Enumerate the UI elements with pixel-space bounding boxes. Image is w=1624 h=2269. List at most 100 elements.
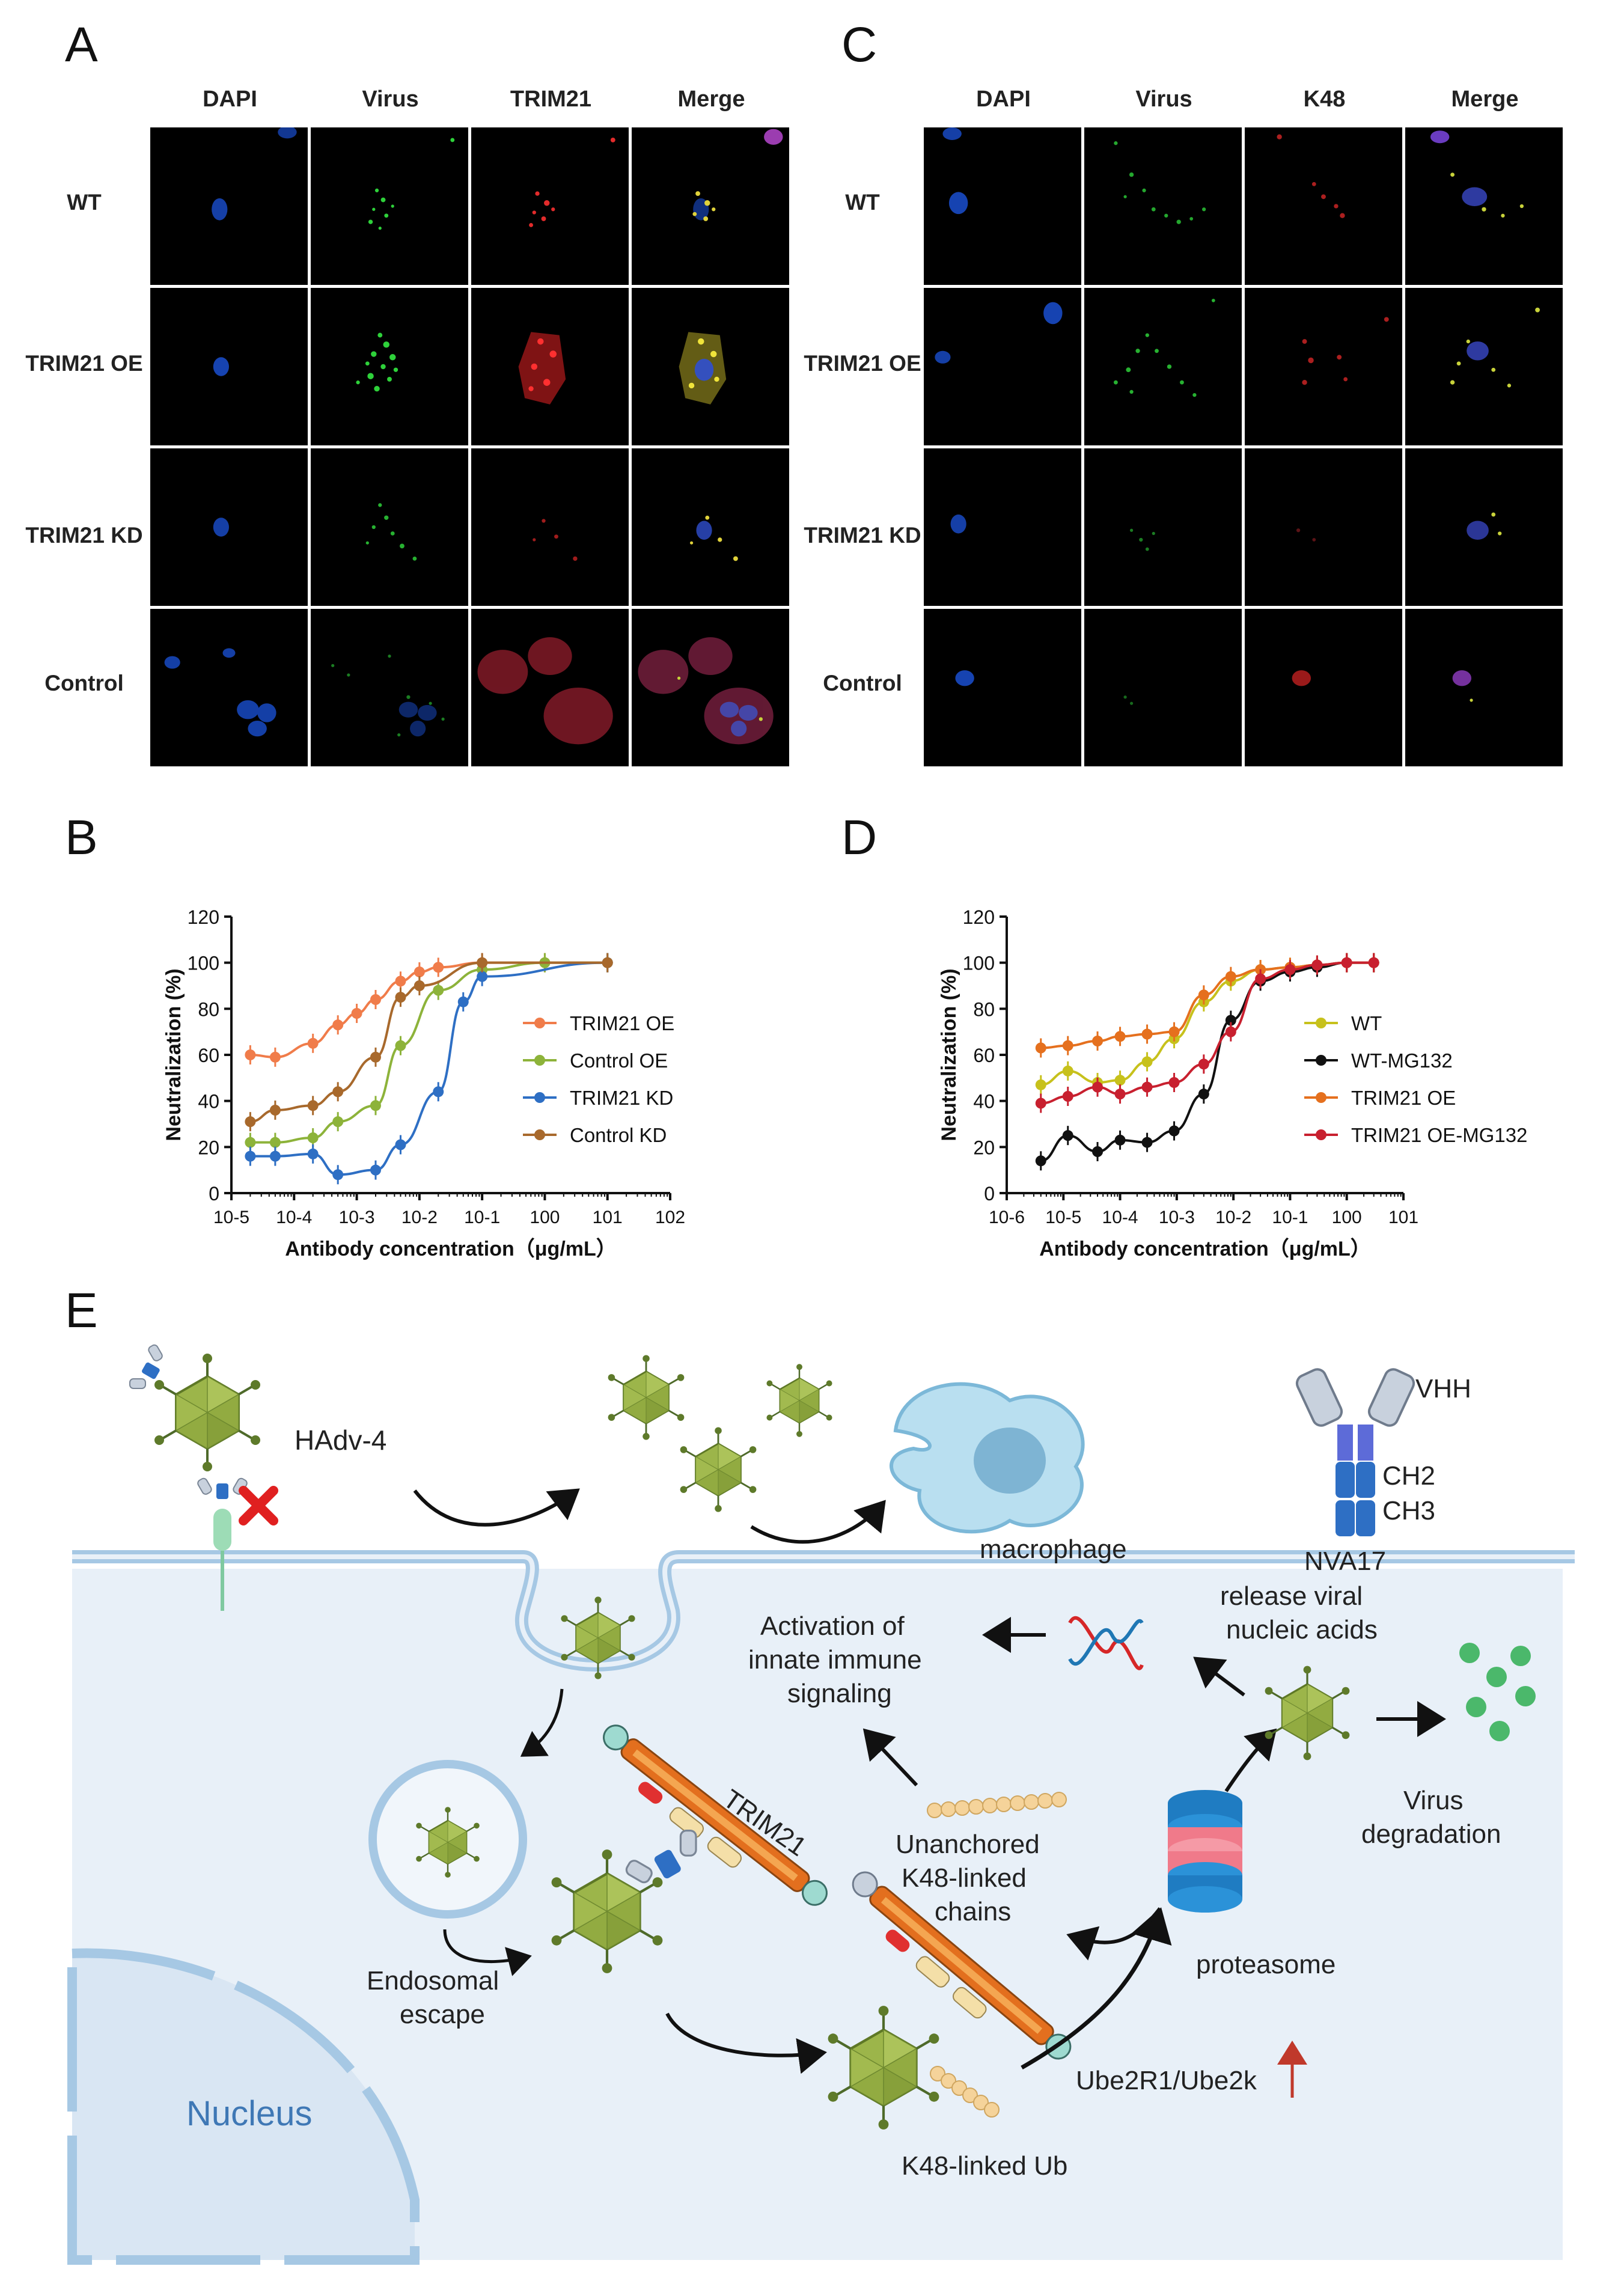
nva17-antibody-icon	[1295, 1368, 1415, 1536]
trim21-complex-icon	[852, 1871, 1072, 2060]
micrograph-dapi	[924, 288, 1081, 445]
macrophage-label: macrophage	[980, 1535, 1127, 1564]
data-point	[269, 1150, 281, 1162]
data-point	[1035, 1042, 1046, 1054]
data-point	[1114, 1089, 1126, 1100]
column-header: Virus	[1135, 87, 1192, 112]
y-tick-label: 60	[198, 1045, 219, 1066]
data-point	[1062, 1040, 1073, 1051]
data-point	[370, 1164, 381, 1176]
row-header: TRIM21 KD	[25, 523, 143, 548]
micrograph-k48	[1245, 288, 1402, 445]
activation-label-line2: innate immune	[748, 1645, 922, 1675]
nva17-label: NVA17	[1304, 1547, 1386, 1576]
data-point	[1062, 1065, 1073, 1076]
nucleus	[67, 1948, 420, 2265]
row-header: Control	[44, 671, 124, 695]
release-label-line2: nucleic acids	[1226, 1615, 1378, 1644]
y-tick-label: 20	[198, 1137, 219, 1158]
endosomal-label-line2: escape	[400, 2000, 485, 2029]
x-tick-label: 10-2	[401, 1208, 438, 1227]
activation-label-line3: signaling	[787, 1679, 892, 1708]
unanchored-label-line2: K48-linked	[902, 1863, 1027, 1893]
legend-marker	[534, 1129, 545, 1140]
unanchored-label-line1: Unanchored	[896, 1830, 1040, 1859]
column-header: DAPI	[203, 87, 257, 112]
micrograph-dapi	[150, 448, 308, 606]
micrograph-virus	[311, 127, 468, 285]
x-tick-label: 10-6	[989, 1208, 1025, 1227]
x-tick-label: 10-2	[1215, 1208, 1251, 1227]
data-point	[1225, 1015, 1236, 1026]
micrograph-dapi	[924, 127, 1081, 285]
micrograph-virus	[311, 609, 468, 766]
micrograph-dapi	[924, 448, 1081, 606]
data-point	[1225, 971, 1236, 982]
virus-icon	[766, 1363, 833, 1438]
micrograph-merge	[632, 127, 789, 285]
data-point	[395, 1139, 406, 1150]
data-point	[414, 980, 425, 991]
nucleus-label: Nucleus	[186, 2094, 313, 2133]
legend-marker	[1316, 1018, 1326, 1028]
data-point	[1284, 964, 1296, 976]
data-point	[332, 1086, 344, 1098]
virus-icon	[679, 1426, 757, 1513]
data-point	[1141, 1056, 1153, 1067]
micrograph-merge	[1405, 127, 1563, 285]
row-header: TRIM21 KD	[804, 523, 921, 548]
data-point	[1168, 1125, 1180, 1137]
data-point	[395, 1040, 406, 1051]
micrograph-virus	[1084, 288, 1242, 445]
data-point	[1198, 989, 1209, 1001]
x-tick-label: 10-4	[276, 1208, 312, 1227]
x-tick-label: 101	[593, 1208, 623, 1227]
legend-label: WT	[1351, 1012, 1382, 1034]
data-point	[1198, 1089, 1209, 1100]
y-tick-label: 120	[963, 906, 995, 928]
x-tick-label: 102	[655, 1208, 685, 1227]
micrograph-trim21	[471, 609, 629, 766]
k48-ub-chain-icon	[930, 2066, 1000, 2118]
micrograph-merge	[1405, 288, 1563, 445]
column-header: Merge	[1451, 87, 1519, 112]
x-tick-label: 10-1	[1272, 1208, 1308, 1227]
unanchored-label-line3: chains	[935, 1897, 1011, 1926]
data-point	[1114, 1075, 1126, 1086]
x-tick-label: 100	[530, 1208, 560, 1227]
data-point	[269, 1105, 281, 1116]
row-header: WT	[67, 190, 102, 215]
column-header: TRIM21	[510, 87, 592, 112]
vhh-label: VHH	[1415, 1374, 1471, 1403]
legend-marker	[1316, 1129, 1326, 1140]
ch2-label: CH2	[1382, 1461, 1435, 1491]
row-header: TRIM21 OE	[25, 351, 143, 376]
data-point	[1062, 1091, 1073, 1102]
legend-label: TRIM21 OE	[570, 1012, 674, 1034]
endosomal-label-line1: Endosomal	[367, 1966, 499, 1996]
data-point	[477, 957, 488, 968]
x-tick-label: 101	[1388, 1208, 1418, 1227]
ube-label: Ube2R1/Ube2k	[1076, 2066, 1257, 2095]
x-tick-label: 10-1	[464, 1208, 500, 1227]
y-tick-label: 20	[973, 1137, 995, 1158]
cytoplasm	[72, 1569, 1563, 2260]
row-header: TRIM21 OE	[804, 351, 921, 376]
data-point	[245, 1049, 256, 1060]
data-point	[1035, 1155, 1046, 1167]
micrograph-k48	[1245, 609, 1402, 766]
micrograph-virus	[1084, 609, 1242, 766]
legend-marker	[534, 1018, 545, 1028]
x-axis-label: Antibody concentration（μg/mL）	[1039, 1237, 1371, 1260]
proteasome-icon	[1168, 1790, 1242, 1913]
degraded-fragments-icon	[1459, 1643, 1536, 1741]
legend-label: WT-MG132	[1351, 1049, 1453, 1072]
legend-marker	[534, 1092, 545, 1103]
block-x-icon	[239, 1486, 278, 1525]
release-label-line1: release viral	[1220, 1581, 1363, 1611]
data-point	[1035, 1098, 1046, 1109]
hadv-label: HAdv-4	[295, 1425, 386, 1456]
data-point	[351, 1008, 362, 1019]
micrograph-virus	[311, 288, 468, 445]
